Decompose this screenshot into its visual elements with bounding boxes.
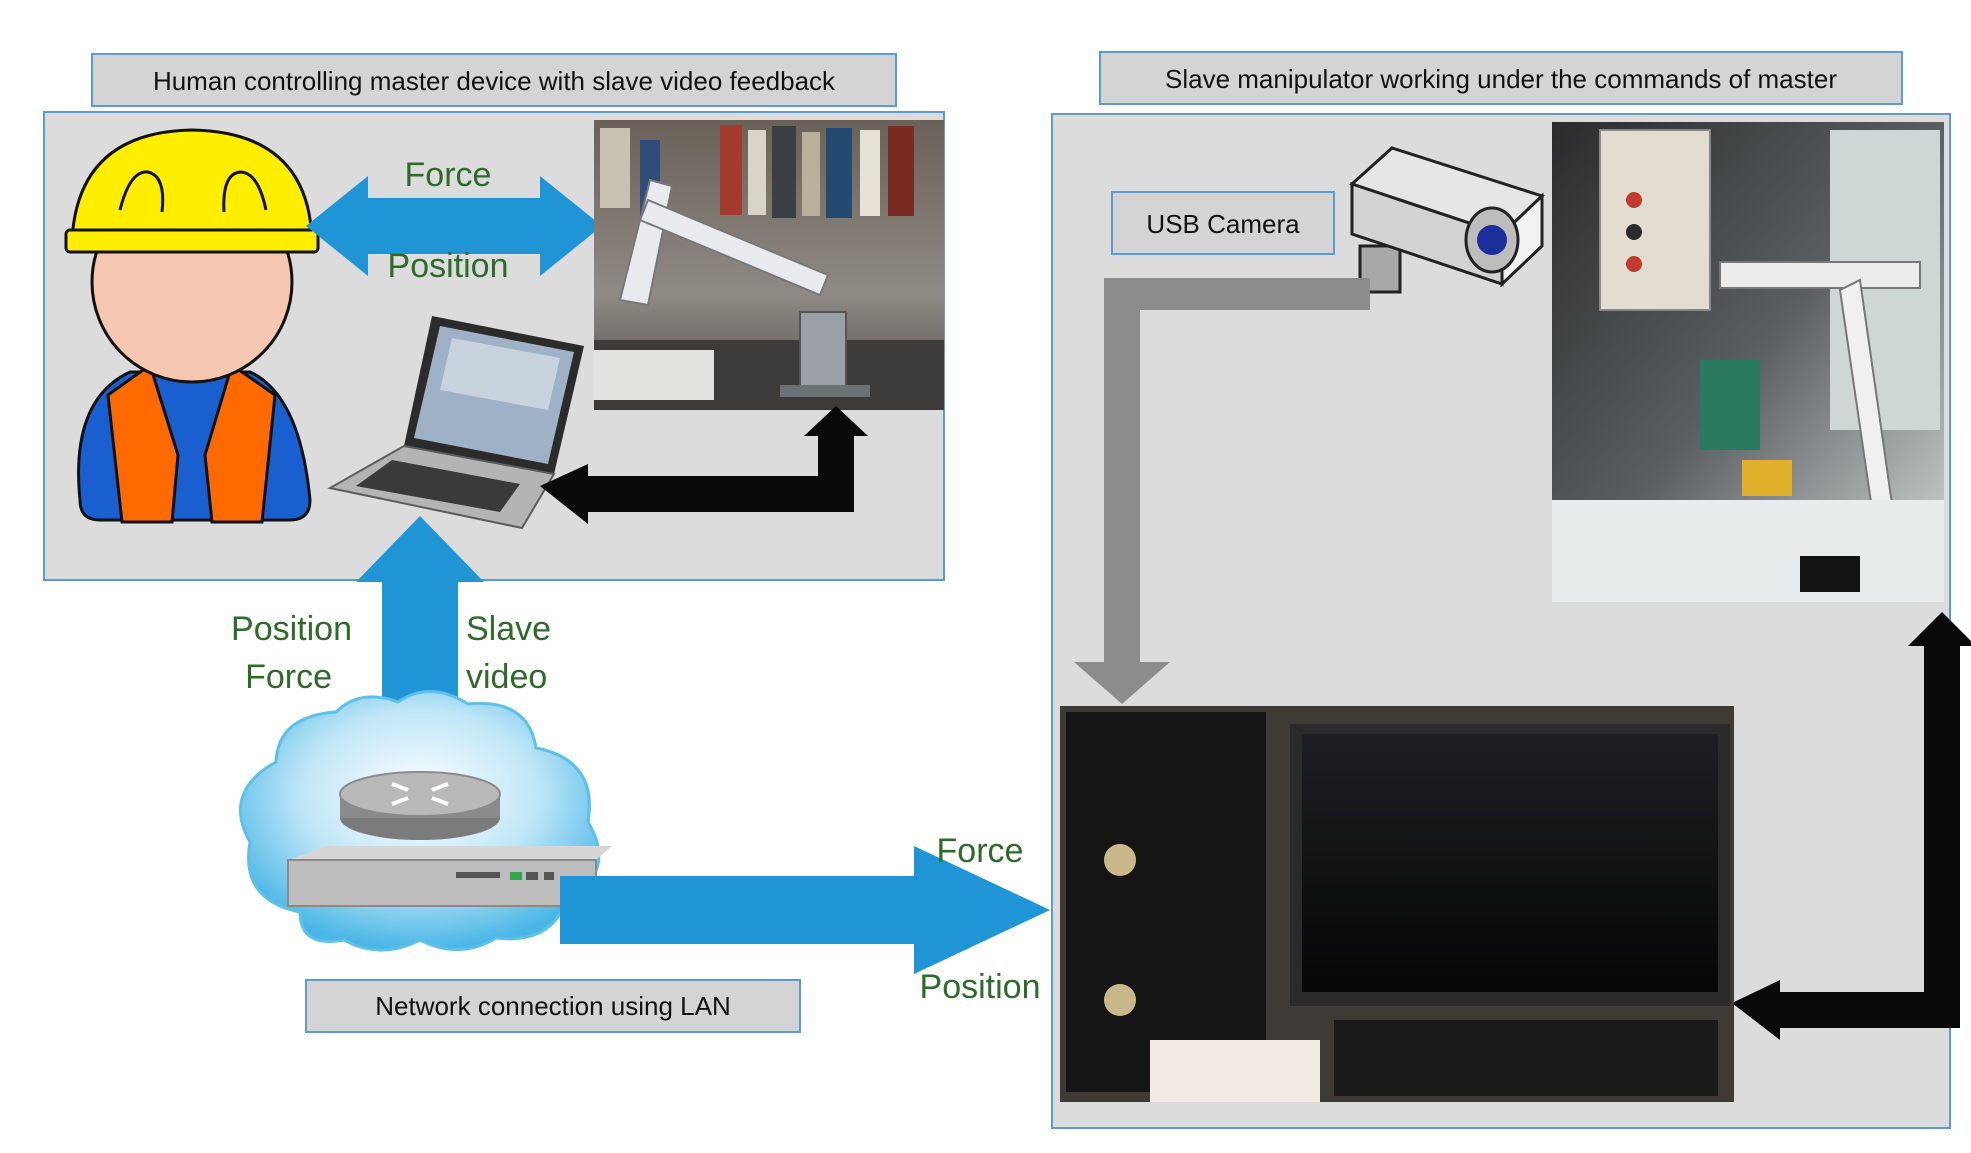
master-device-photo	[594, 120, 944, 410]
master-title-box	[91, 53, 897, 107]
usb-camera-label-box	[1111, 191, 1335, 255]
network-label: Network connection using LAN	[375, 991, 731, 1021]
uplink-position-label: Position	[231, 610, 352, 648]
master-video-arrow	[540, 406, 868, 524]
master-force-label: Force	[405, 156, 492, 194]
uplink-slave-label: Slave	[466, 610, 551, 648]
master-title: Human controlling master device with sla…	[153, 66, 836, 96]
uplink-force-label: Force	[245, 658, 332, 696]
network-switch-icon	[287, 846, 612, 907]
master-force-position-arrow	[306, 176, 602, 276]
uplink-arrow	[356, 516, 484, 720]
usb-camera-label: USB Camera	[1146, 209, 1300, 239]
uplink-video-label: video	[466, 658, 547, 696]
lan-force-label: Force	[937, 832, 1024, 870]
lan-arrow	[560, 846, 1050, 974]
network-label-box	[305, 979, 801, 1033]
slave-computer-photo	[1060, 706, 1734, 1102]
lan-position-label: Position	[920, 968, 1041, 1006]
slave-manipulator-photo	[1552, 122, 1944, 602]
laptop-icon	[327, 316, 584, 530]
master-position-label: Position	[388, 247, 509, 285]
slave-title: Slave manipulator working under the comm…	[1165, 64, 1837, 94]
router-icon	[339, 771, 501, 840]
camera-feed-arrow	[1074, 278, 1370, 704]
slave-control-arrow	[1732, 612, 1971, 1040]
worker-icon	[64, 128, 320, 524]
usb-camera-icon	[1349, 146, 1545, 294]
slave-title-box	[1099, 51, 1903, 105]
